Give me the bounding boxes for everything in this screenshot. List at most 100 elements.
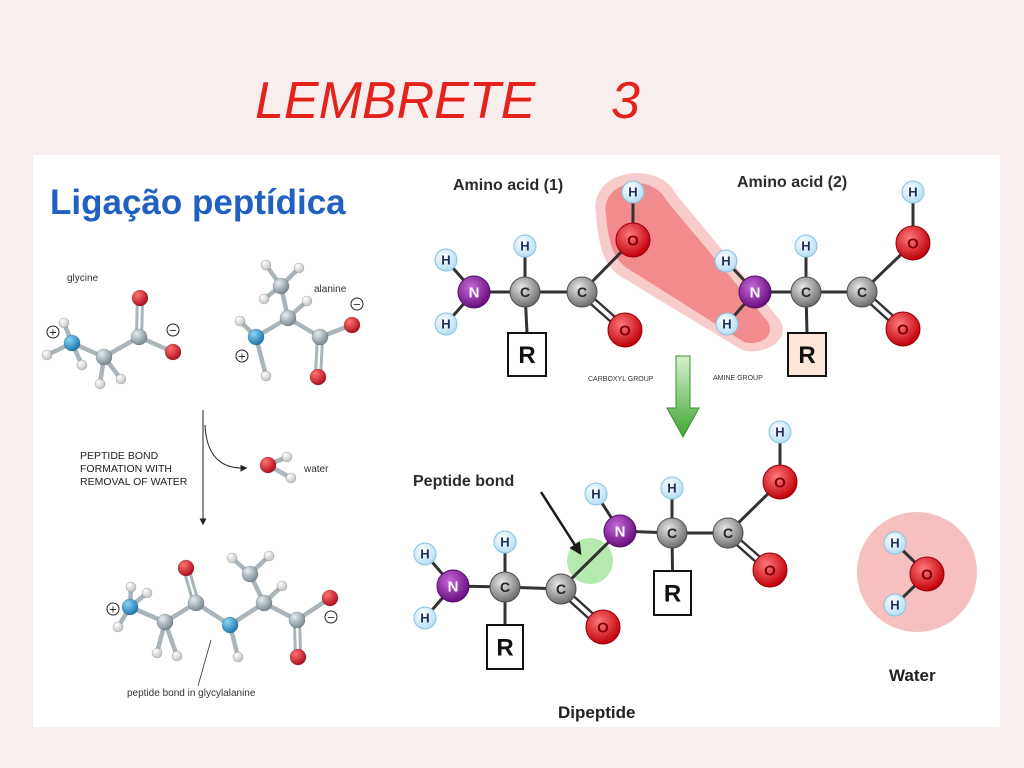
carbon-atom: C: [545, 573, 577, 605]
water-structure: HOH: [883, 531, 945, 617]
oxygen-sphere: [343, 316, 361, 334]
atom-sphere: [715, 312, 739, 336]
atom-label: C: [667, 525, 677, 541]
hydrogen-atom: H: [883, 531, 907, 555]
hydrogen-atom: H: [434, 248, 458, 272]
atom-sphere: [885, 311, 921, 347]
nitrogen-atom: N: [436, 569, 470, 603]
atom-sphere: [615, 222, 651, 258]
hydrogen-sphere: [125, 581, 137, 593]
oxygen-atom: O: [615, 222, 651, 258]
positive-charge-icon: +: [46, 325, 60, 339]
hydrogen-sphere: [94, 378, 106, 390]
positive-charge-icon: +: [235, 349, 249, 363]
hydrogen-sphere: [112, 621, 124, 633]
atom-label: N: [469, 284, 480, 301]
carbon-sphere: [279, 309, 297, 327]
hydrogen-atom: H: [584, 482, 608, 506]
carbon-atom: C: [712, 517, 744, 549]
r-group-frame: [653, 570, 692, 616]
hydrogen-atom: H: [768, 420, 792, 444]
nitrogen-sphere: [247, 328, 265, 346]
hydrogen-sphere: [293, 262, 305, 274]
hydrogen-atom: H: [883, 593, 907, 617]
atom-sphere: [434, 248, 458, 272]
carbon-sphere: [130, 328, 148, 346]
atom-label: H: [441, 317, 450, 332]
atom-label: N: [615, 523, 626, 540]
hydrogen-sphere: [171, 650, 183, 662]
charge-sign: −: [169, 326, 177, 337]
hydrogen-sphere: [276, 580, 288, 592]
nitrogen-sphere: [121, 598, 139, 616]
r-group-frame: [486, 624, 524, 670]
hydrogen-sphere: [301, 295, 313, 307]
carbon-sphere: [255, 594, 273, 612]
r-group-box: R: [486, 624, 524, 670]
charge-circle: [235, 349, 249, 363]
atom-sphere: [846, 276, 878, 308]
atom-sphere: [621, 180, 645, 204]
atom-sphere: [607, 312, 643, 348]
charge-circle: [324, 610, 338, 624]
atom-label: N: [750, 284, 761, 301]
charge-sign: +: [238, 352, 246, 363]
oxygen-atom: O: [895, 225, 931, 261]
ball-and-stick-atoms: [41, 259, 361, 666]
atom-label: H: [500, 535, 509, 550]
oxygen-atom: O: [885, 311, 921, 347]
carbon-atom: C: [489, 571, 521, 603]
atom-label: H: [667, 481, 676, 496]
hydrogen-atom: H: [901, 180, 925, 204]
amine-group-label: AMINE GROUP: [713, 375, 763, 382]
atom-sphere: [584, 482, 608, 506]
water-release-arrow: [204, 424, 248, 472]
hydrogen-atom: H: [621, 180, 645, 204]
atom-sphere: [457, 275, 491, 309]
atom-sphere: [752, 552, 788, 588]
title-number: 3: [611, 72, 640, 130]
atom-sphere: [413, 606, 437, 630]
hydrogen-sphere: [58, 317, 70, 329]
atom-sphere: [545, 573, 577, 605]
atom-sphere: [901, 180, 925, 204]
r-group-box: R: [507, 332, 547, 377]
atom-sphere: [714, 249, 738, 273]
atom-sphere: [660, 476, 684, 500]
atom-label: H: [722, 317, 731, 332]
negative-charge-icon: −: [324, 610, 338, 624]
oxygen-sphere: [164, 343, 182, 361]
carbon-atom: C: [790, 276, 822, 308]
r-group-box: R: [787, 332, 827, 377]
carbon-sphere: [187, 594, 205, 612]
carbon-sphere: [95, 348, 113, 366]
charge-circle: [350, 297, 364, 311]
atom-label: H: [775, 425, 784, 440]
atom-label: H: [520, 239, 529, 254]
atom-sphere: [762, 464, 798, 500]
r-group-label: R: [496, 635, 513, 662]
hydrogen-sphere: [151, 647, 163, 659]
atom-sphere: [566, 276, 598, 308]
oxygen-sphere: [321, 589, 339, 607]
atom-label: C: [723, 525, 733, 541]
atom-sphere: [489, 571, 521, 603]
carbon-atom: C: [566, 276, 598, 308]
atom-label: H: [890, 598, 899, 613]
atom-label: N: [448, 578, 459, 595]
atom-label: O: [921, 566, 933, 583]
oxygen-sphere: [259, 456, 277, 474]
nitrogen-atom: N: [738, 275, 772, 309]
oxygen-sphere: [289, 648, 307, 666]
carbon-sphere: [156, 613, 174, 631]
hydrogen-atom: H: [493, 530, 517, 554]
hydrogen-sphere: [226, 552, 238, 564]
hydrogen-atom: H: [413, 606, 437, 630]
charge-circle: [46, 325, 60, 339]
atom-label: C: [801, 284, 811, 300]
reaction-caption-line-3: REMOVAL OF WATER: [80, 476, 188, 488]
atom-label: H: [908, 185, 917, 200]
left-heading: Ligação peptídica: [50, 183, 346, 222]
